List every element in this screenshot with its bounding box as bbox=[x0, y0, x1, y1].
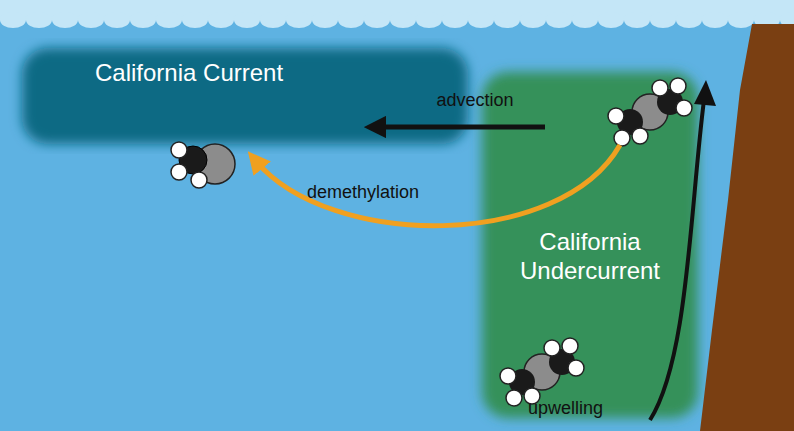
coast bbox=[700, 24, 794, 431]
process-label: advection bbox=[436, 90, 513, 112]
current-region: California Current bbox=[20, 45, 470, 145]
process-label: upwelling bbox=[528, 398, 603, 420]
undercurrent-region bbox=[482, 72, 698, 418]
region-label: California Undercurrent bbox=[485, 228, 695, 286]
current-region bbox=[22, 48, 468, 144]
demethylation-arrow bbox=[255, 145, 620, 226]
advection-arrow bbox=[375, 125, 545, 130]
undercurrent-region: California Undercurrent bbox=[480, 70, 700, 420]
process-label: demethylation bbox=[307, 182, 419, 204]
region-label: California Current bbox=[95, 59, 395, 88]
